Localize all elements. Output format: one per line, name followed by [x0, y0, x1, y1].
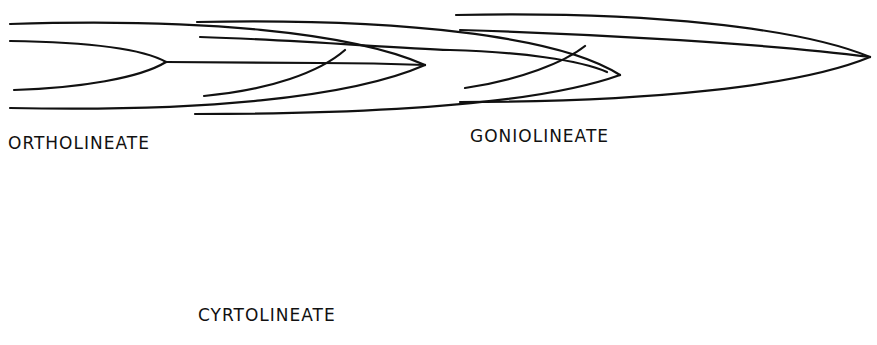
vein-line [166, 62, 425, 65]
vein-line [10, 41, 166, 62]
figure-label: ORTHOLINEATE [8, 133, 150, 153]
vein-line [14, 62, 166, 90]
wing-outline [197, 21, 620, 75]
wing-outline [10, 23, 425, 65]
label-slot: CYRTOLINEATE [198, 305, 336, 325]
goniolineate-sketch [456, 14, 870, 102]
wing-outline [460, 57, 870, 102]
label-slot: GONIOLINEATE [470, 126, 609, 146]
ortholineate-sketch [10, 23, 425, 109]
figure-label: CYRTOLINEATE [198, 305, 336, 325]
figure-label: GONIOLINEATE [470, 126, 609, 146]
vein-line [200, 37, 607, 72]
vein-line [460, 30, 870, 57]
cyrtolineate-sketch [195, 21, 620, 114]
wing-outline [456, 14, 870, 57]
label-slot: ORTHOLINEATE [8, 133, 150, 153]
wing-outline [195, 75, 620, 114]
vein-line [204, 50, 345, 96]
